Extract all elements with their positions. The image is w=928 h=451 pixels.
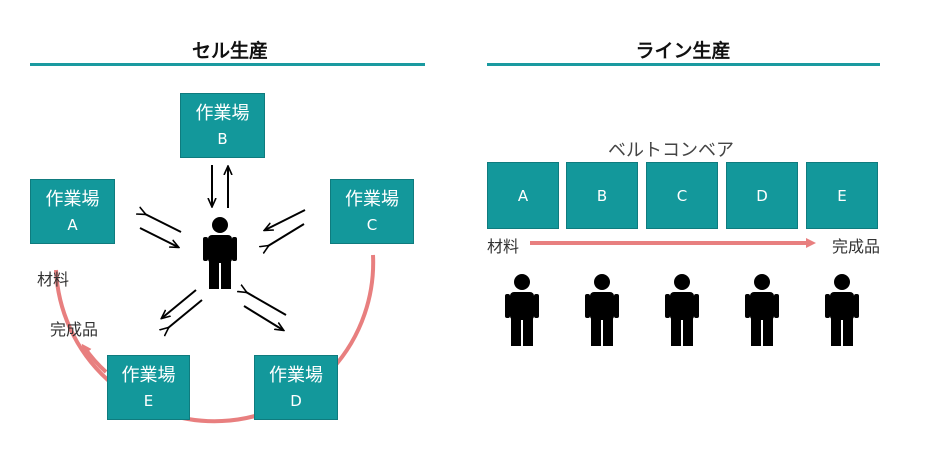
workstation-name: 作業場 — [269, 364, 323, 386]
cell-worker-icon — [202, 216, 238, 290]
workstation-e: 作業場 E — [107, 355, 190, 420]
line-station-letter: A — [517, 186, 529, 205]
line-worker-icon — [584, 273, 620, 347]
line-worker-icon — [664, 273, 700, 347]
workstation-letter: A — [67, 215, 78, 234]
line-station-letter: D — [756, 186, 768, 205]
line-station-d: D — [726, 162, 798, 229]
line-station-e: E — [806, 162, 878, 229]
line-worker-icon — [744, 273, 780, 347]
line-worker-icon — [504, 273, 540, 347]
line-station-letter: E — [837, 186, 847, 205]
workstation-letter: E — [143, 391, 154, 410]
cell-title-rule — [30, 63, 425, 66]
line-title-rule — [487, 63, 880, 66]
workstation-d: 作業場 D — [254, 355, 338, 420]
line-station-letter: C — [676, 186, 688, 205]
line-worker-icon — [824, 273, 860, 347]
workstation-name: 作業場 — [45, 188, 100, 210]
line-station-c: C — [646, 162, 718, 229]
belt-conveyor-label: ベルトコンベア — [608, 140, 734, 161]
exchange-arrows — [140, 165, 306, 330]
line-station-letter: B — [596, 186, 608, 205]
workstation-a: 作業場 A — [30, 179, 115, 244]
workstation-name: 作業場 — [195, 102, 250, 124]
line-material-label: 材料 — [487, 237, 520, 256]
workstation-c: 作業場 C — [330, 179, 414, 244]
line-station-b: B — [566, 162, 638, 229]
workstation-name: 作業場 — [345, 188, 399, 210]
cell-material-label: 材料 — [37, 270, 70, 289]
cell-title: セル生産 — [191, 40, 268, 62]
line-title: ライン生産 — [635, 40, 731, 62]
workstation-letter: D — [290, 391, 302, 410]
cell-flow-circle — [54, 254, 376, 424]
line-product-label: 完成品 — [832, 237, 881, 256]
workstation-name: 作業場 — [121, 364, 176, 386]
cell-product-label: 完成品 — [50, 320, 99, 339]
line-station-a: A — [487, 162, 559, 229]
workstation-letter: C — [366, 215, 378, 234]
workstation-b: 作業場 B — [180, 93, 265, 158]
workstation-letter: B — [217, 129, 228, 148]
line-workers — [504, 273, 860, 347]
